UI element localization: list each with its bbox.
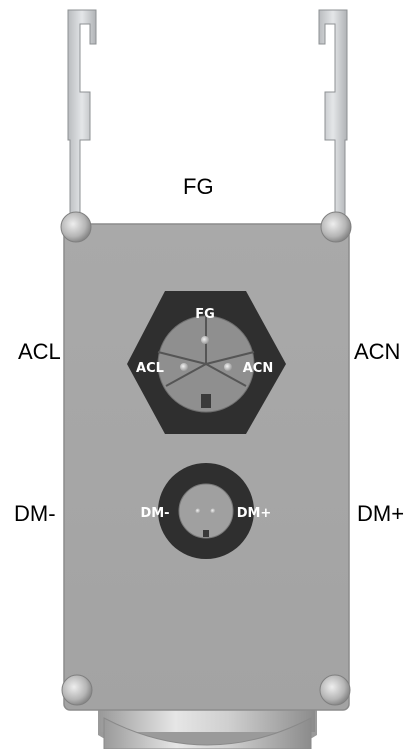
- right-mounting-bracket: [318, 9, 348, 226]
- dim-pin-label-minus: DM-: [140, 506, 169, 521]
- acn-pin: [224, 363, 232, 371]
- ac-pin-label-acl: ACL: [136, 361, 164, 376]
- ac-pin-label-acn: ACN: [243, 361, 273, 376]
- fg-pin: [201, 336, 209, 344]
- label-dm-minus: DM-: [14, 501, 56, 526]
- label-acn: ACN: [354, 339, 401, 364]
- label-acl: ACL: [18, 339, 61, 364]
- dm-plus-pin: [210, 508, 216, 514]
- ac-connector: FG ACL ACN: [127, 291, 286, 434]
- ac-pin-label-fg: FG: [195, 307, 215, 322]
- bottom-dome: [98, 705, 317, 749]
- dimming-connector: DM- DM+: [140, 463, 271, 559]
- screw-bottom-left: [61, 674, 93, 706]
- dim-pin-label-plus: DM+: [237, 506, 272, 521]
- screw-bottom-right: [319, 674, 351, 706]
- screw-top-left: [60, 211, 92, 243]
- dim-key-notch: [203, 530, 209, 537]
- ac-key-notch: [201, 394, 211, 408]
- label-fg: FG: [183, 174, 214, 199]
- label-dm-plus: DM+: [357, 501, 405, 526]
- acl-pin: [180, 363, 188, 371]
- dm-minus-pin: [195, 508, 201, 514]
- left-mounting-bracket: [67, 9, 97, 226]
- screw-top-right: [320, 211, 352, 243]
